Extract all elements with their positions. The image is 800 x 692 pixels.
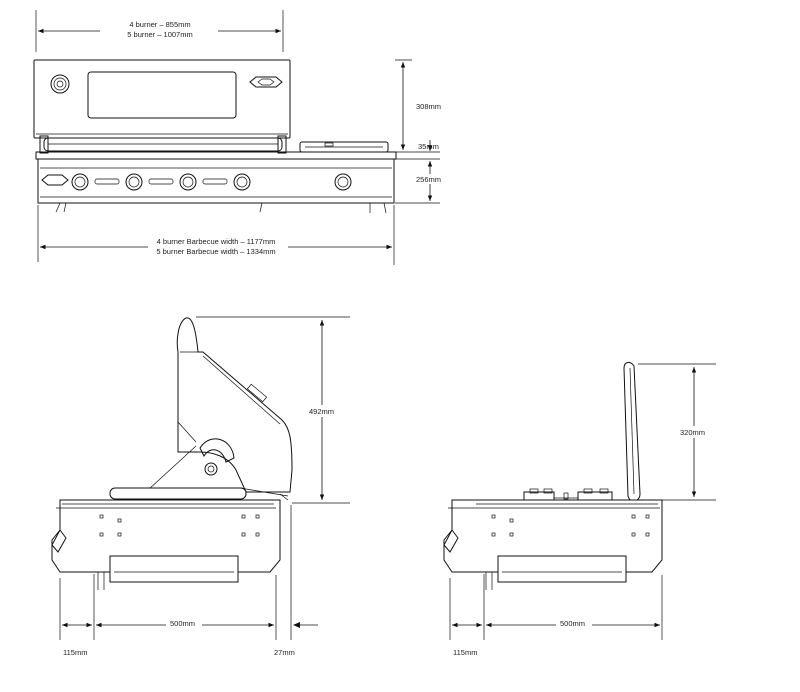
depth-label-open: 500mm bbox=[560, 619, 585, 628]
knob-icon bbox=[179, 173, 197, 191]
knob-icon bbox=[334, 173, 352, 191]
fat-tray bbox=[109, 555, 239, 583]
top-width-5-burner-label: 5 burner – 1007mm bbox=[127, 30, 192, 39]
brand-badge-icon bbox=[249, 76, 283, 88]
side-burner-cover bbox=[299, 141, 389, 153]
depth-label: 500mm bbox=[170, 619, 195, 628]
rear-overhang-label: 27mm bbox=[274, 648, 295, 657]
hot-plates bbox=[523, 488, 613, 501]
body-side bbox=[51, 499, 281, 573]
knob-icon bbox=[233, 173, 251, 191]
lid-height-label: 320mm bbox=[680, 428, 705, 437]
panel-badge-icon bbox=[41, 174, 69, 186]
hood-window bbox=[87, 71, 237, 119]
hood-height-label: 308mm bbox=[416, 102, 441, 111]
control-knob-side-open bbox=[443, 529, 459, 553]
front-view: 4 burner – 855mm 5 burner – 1007mm bbox=[33, 10, 444, 265]
bbq-width-5-burner-label: 5 burner Barbecue width – 1334mm bbox=[156, 247, 275, 256]
hood-profile bbox=[176, 317, 293, 493]
knob-icon bbox=[125, 173, 143, 191]
hood-handle-side bbox=[109, 487, 247, 500]
hood-handle bbox=[39, 135, 287, 154]
side-view-open: 320mm 500mm 115mm bbox=[443, 361, 716, 657]
hinge-pivot-icon bbox=[204, 462, 218, 476]
hood-front bbox=[33, 59, 291, 139]
vent-holes bbox=[94, 178, 228, 185]
trim-height-label: 35mm bbox=[418, 142, 439, 151]
knob-icon bbox=[71, 173, 89, 191]
body-side-open bbox=[443, 499, 663, 573]
fat-tray-open bbox=[497, 555, 627, 583]
hood-open-height-label: 492mm bbox=[309, 407, 334, 416]
control-knobs bbox=[71, 173, 352, 191]
bbq-width-4-burner-label: 4 burner Barbecue width – 1177mm bbox=[157, 237, 276, 246]
body-height-label: 256mm bbox=[416, 175, 441, 184]
mount-holes-open bbox=[491, 514, 650, 537]
side-view-closed: 492mm 500mm 115mm 27mm bbox=[51, 316, 350, 657]
trim-strip bbox=[35, 151, 397, 160]
control-panel bbox=[37, 158, 395, 204]
top-width-4-burner-label: 4 burner – 855mm bbox=[129, 20, 190, 29]
hood-hinge-arm bbox=[199, 438, 235, 463]
front-overhang-label: 115mm bbox=[63, 648, 87, 657]
thermometer-icon bbox=[50, 74, 70, 94]
mount-holes bbox=[99, 514, 260, 537]
front-overhang-label-open: 115mm bbox=[453, 648, 477, 657]
control-knob-side bbox=[51, 529, 67, 553]
